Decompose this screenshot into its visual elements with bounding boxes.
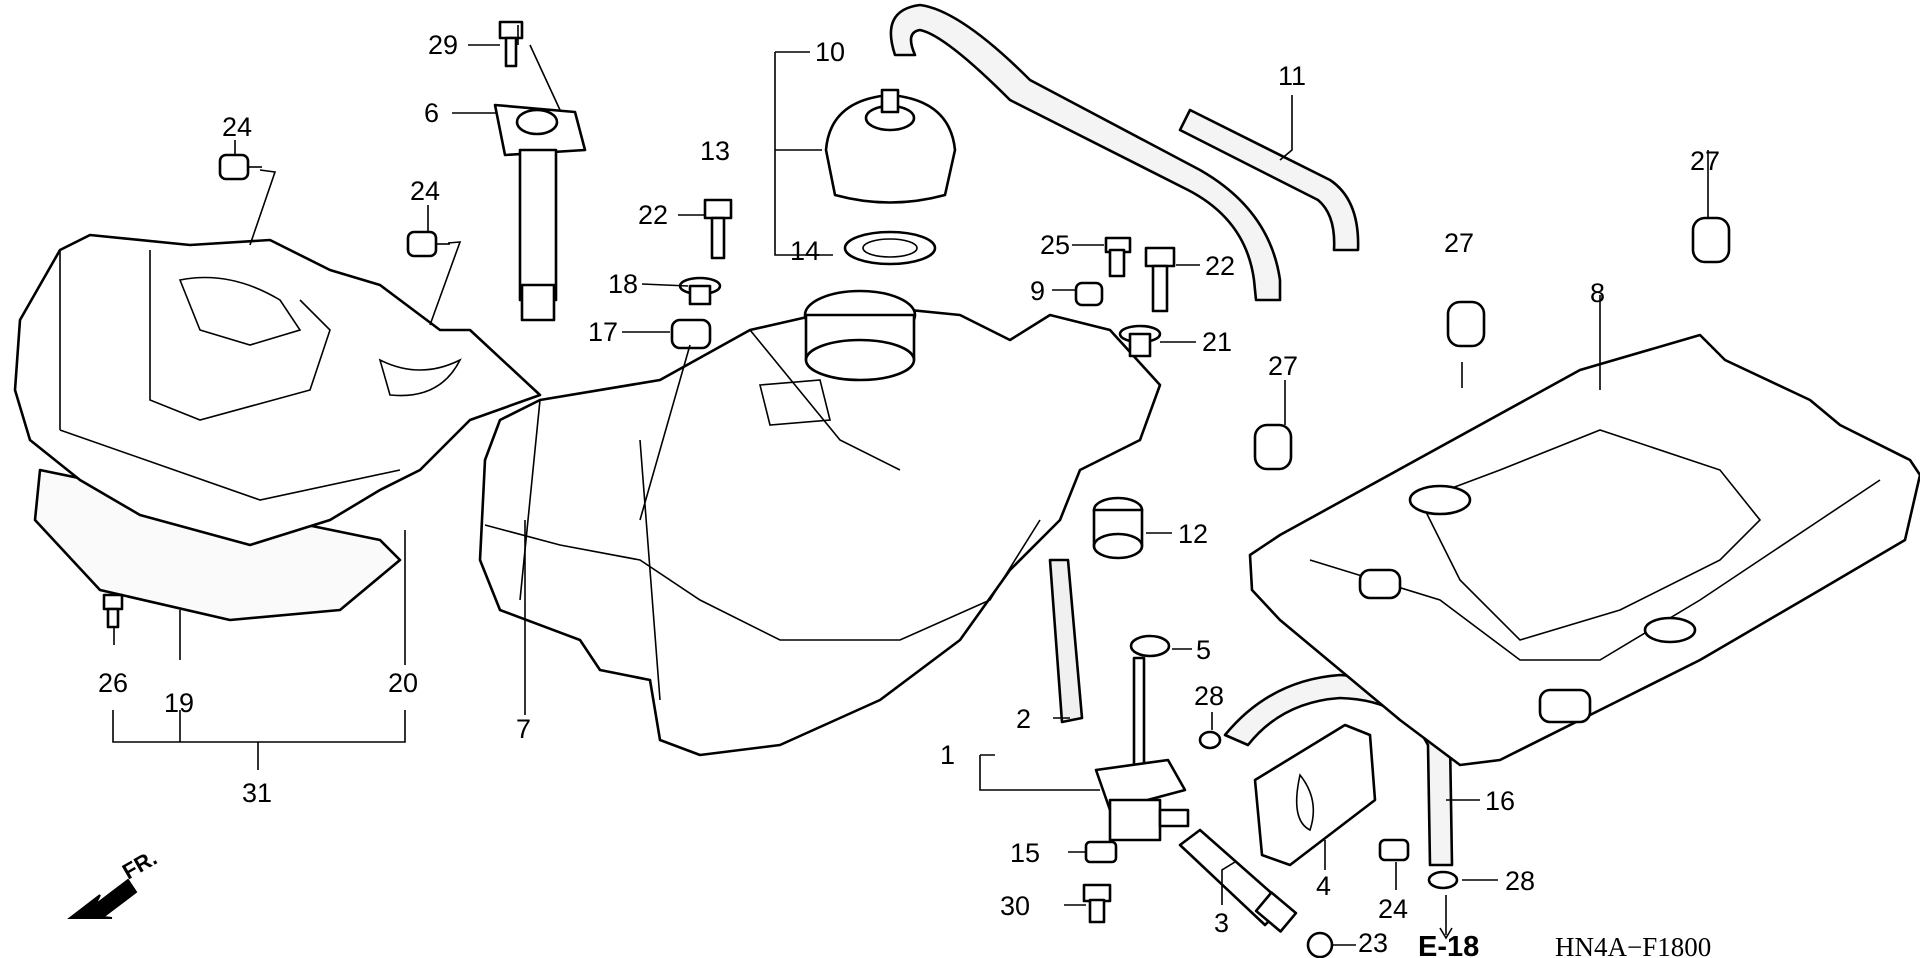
cushion-17 xyxy=(670,318,712,350)
callout-18: 18 xyxy=(608,269,638,299)
fuel-tank xyxy=(478,289,1162,757)
collar-21 xyxy=(1118,324,1162,358)
callout-24-bottom: 24 xyxy=(1378,894,1408,924)
callout-7: 7 xyxy=(516,714,531,744)
callout-23: 23 xyxy=(1358,928,1388,958)
under-cover-assembly xyxy=(13,233,542,622)
callout-9: 9 xyxy=(1030,276,1045,306)
grommet-9 xyxy=(1074,281,1104,307)
fuel-valve xyxy=(1094,656,1190,842)
clip-28-bottom xyxy=(1427,870,1459,890)
band-27-left xyxy=(1253,423,1293,471)
fuel-strainer-screen xyxy=(1048,558,1084,724)
callout-30: 30 xyxy=(1000,891,1030,921)
front-label: FR. xyxy=(118,845,161,884)
bolt-29 xyxy=(498,20,524,68)
callout-11: 11 xyxy=(1278,61,1306,91)
band-27-right xyxy=(1691,216,1731,264)
bolt-25 xyxy=(1104,236,1132,278)
callout-25: 25 xyxy=(1040,230,1070,260)
screw-23 xyxy=(1306,931,1334,958)
clip-28-top xyxy=(1198,730,1222,750)
callout-19: 19 xyxy=(164,688,194,718)
bolt-22-right xyxy=(1144,246,1176,313)
callout-29: 29 xyxy=(428,30,458,60)
front-direction-arrow-icon: FR. xyxy=(67,845,161,919)
fuel-filler-cap xyxy=(824,88,957,204)
callout-27-left: 27 xyxy=(1268,351,1298,381)
callout-28-bottom: 28 xyxy=(1505,866,1535,896)
callout-5: 5 xyxy=(1196,635,1211,665)
diagram-code: HN4A−F1800 xyxy=(1555,932,1711,958)
fuel-unit xyxy=(493,103,587,322)
callout-14: 14 xyxy=(790,236,820,266)
callout-24-left: 24 xyxy=(222,112,252,142)
callout-31: 31 xyxy=(242,778,272,808)
callout-8: 8 xyxy=(1590,278,1605,308)
callout-numbers: 29 6 24 24 10 13 14 11 22 18 17 25 22 9 … xyxy=(98,30,1720,958)
band-27-middle xyxy=(1446,300,1486,348)
callout-13: 13 xyxy=(700,136,730,166)
callout-21: 21 xyxy=(1202,327,1232,357)
collar-18 xyxy=(678,276,722,306)
bolt-22-left xyxy=(703,198,733,260)
callout-4: 4 xyxy=(1316,871,1331,901)
fuel-valve-lever xyxy=(1178,828,1298,933)
callout-27-right: 27 xyxy=(1690,146,1720,176)
breather-tube-11 xyxy=(1178,108,1360,252)
callout-26: 26 xyxy=(98,668,128,698)
callout-12: 12 xyxy=(1178,519,1208,549)
clip-24-left xyxy=(218,153,262,181)
callout-6: 6 xyxy=(424,98,439,128)
clip-24-middle xyxy=(406,230,450,258)
tray-8 xyxy=(1248,333,1920,767)
o-ring xyxy=(1129,634,1171,658)
callout-2: 2 xyxy=(1016,704,1031,734)
callout-15: 15 xyxy=(1010,838,1040,868)
under-cover xyxy=(13,233,542,547)
callout-27-middle: 27 xyxy=(1444,228,1474,258)
callout-1: 1 xyxy=(940,740,955,770)
callout-28-top: 28 xyxy=(1194,681,1224,711)
callout-20: 20 xyxy=(388,668,418,698)
clip-24-bottom xyxy=(1378,838,1410,862)
callout-10: 10 xyxy=(815,37,845,67)
cap-gasket xyxy=(843,230,937,266)
callout-3: 3 xyxy=(1214,908,1229,938)
nut-15 xyxy=(1084,840,1118,864)
screw-26 xyxy=(102,593,124,629)
valve-plate xyxy=(1253,723,1377,867)
bolt-30 xyxy=(1082,883,1112,924)
cushion-12 xyxy=(1092,496,1144,560)
leader-lines xyxy=(112,25,1709,925)
callout-24-middle: 24 xyxy=(410,176,440,206)
callout-22-right: 22 xyxy=(1205,251,1235,281)
callout-17: 17 xyxy=(588,317,618,347)
callout-16: 16 xyxy=(1485,786,1515,816)
callout-22-left: 22 xyxy=(638,200,668,230)
breather-tube xyxy=(889,3,1282,302)
fuel-tube xyxy=(1223,673,1454,867)
reference-label: E-18 xyxy=(1418,931,1479,958)
